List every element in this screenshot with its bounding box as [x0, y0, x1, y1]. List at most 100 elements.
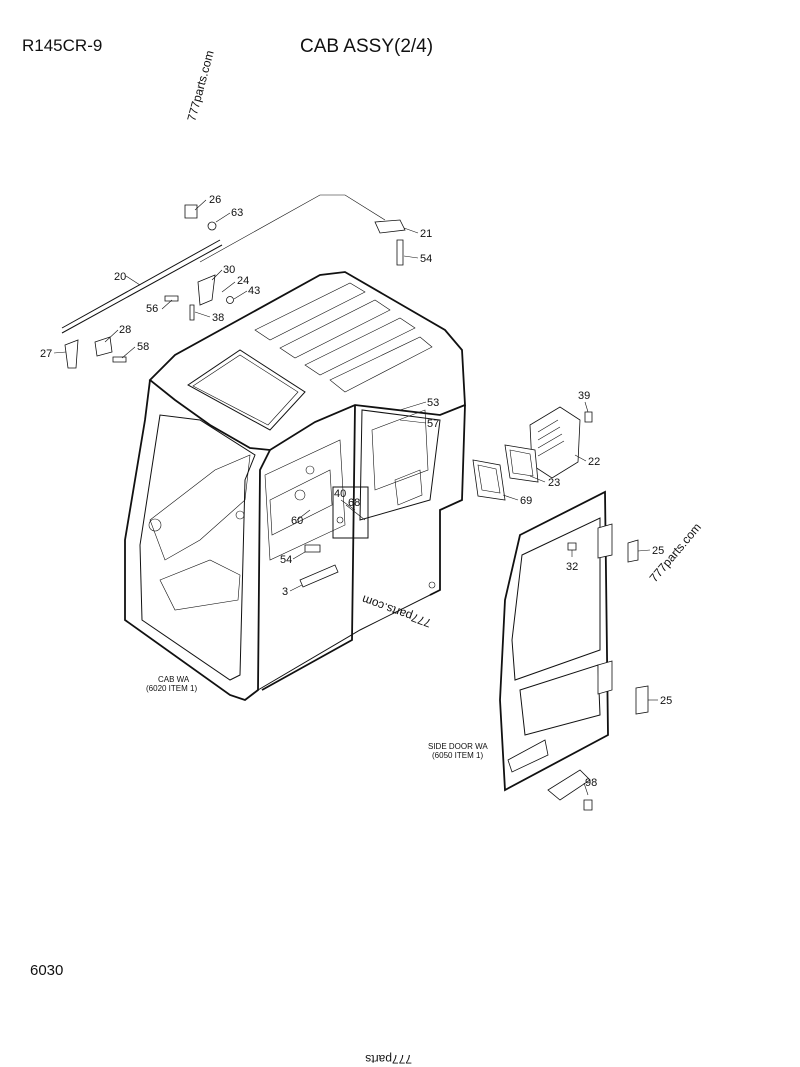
cab-front-inner — [139, 414, 256, 681]
callout-53: 53 — [427, 397, 439, 409]
cable — [199, 194, 386, 263]
cab-interior — [149, 454, 251, 561]
callout-98: 98 — [585, 777, 597, 789]
cab-small-parts — [299, 486, 369, 588]
side-door — [499, 490, 649, 811]
cab-skylight — [187, 349, 306, 431]
callout-38: 38 — [212, 312, 224, 324]
bolt-32 — [567, 542, 577, 551]
callout-25a: 25 — [652, 545, 664, 557]
bracket-27 — [64, 339, 79, 369]
cab-interior — [371, 409, 429, 491]
callout-40: 40 — [334, 488, 346, 500]
callout-23: 23 — [548, 477, 560, 489]
door-handle — [507, 739, 549, 773]
callout-57: 57 — [427, 418, 439, 430]
bolt-98 — [583, 799, 593, 811]
captions: CAB WA (6020 ITEM 1) SIDE DOOR WA (6050 … — [146, 675, 488, 760]
cab-bolt — [428, 581, 436, 589]
bracket-21 — [374, 219, 406, 234]
door-caption-line2: (6050 ITEM 1) — [432, 751, 483, 760]
callout-28: 28 — [119, 324, 131, 336]
callout-32: 32 — [566, 561, 578, 573]
cab-interior — [264, 439, 346, 561]
part-22-housing — [529, 406, 581, 479]
cab-rear-edge — [429, 404, 466, 596]
bolt-39 — [584, 411, 593, 423]
cab-bolt — [235, 510, 245, 520]
cab-frame — [124, 271, 466, 702]
callout-63: 63 — [231, 207, 243, 219]
bolt-56 — [164, 295, 179, 302]
cab-bolt — [336, 516, 344, 524]
cab-bolt — [294, 489, 306, 501]
door-outline — [499, 490, 609, 792]
part-3 — [299, 564, 339, 588]
bolt-38 — [189, 304, 195, 321]
page-code: 6030 — [30, 962, 64, 979]
cab-skylight-inner — [192, 354, 299, 426]
wiper-rod — [61, 244, 223, 334]
roof-rib — [329, 336, 433, 393]
cab-rear-inner — [359, 409, 441, 521]
door-panel-lower — [519, 664, 601, 736]
callout-58: 58 — [137, 341, 149, 353]
nut-43 — [226, 296, 234, 304]
part-25-lower — [635, 685, 649, 715]
callout-69: 69 — [520, 495, 532, 507]
callout-54b: 54 — [280, 554, 292, 566]
wiper-rod — [61, 239, 221, 329]
watermark: 777parts.com — [184, 49, 216, 123]
panel-parts — [472, 406, 593, 501]
bracket-28 — [94, 336, 113, 357]
part-23-seal-inner — [509, 449, 534, 477]
roof-rib — [254, 282, 366, 341]
callout-25b: 25 — [660, 695, 672, 707]
page-title: CAB ASSY(2/4) — [300, 36, 434, 57]
roof-rib — [304, 317, 416, 376]
callout-43: 43 — [248, 285, 260, 297]
bolt-63 — [207, 221, 217, 231]
bracket-30 — [197, 274, 216, 306]
hinge-lower — [597, 660, 613, 695]
cab-bottom-rail — [257, 589, 441, 691]
door-caption-line1: SIDE DOOR WA — [428, 742, 488, 751]
cab-caption-line1: CAB WA — [158, 675, 190, 684]
cab-bolt — [305, 465, 315, 475]
callout-3: 3 — [282, 586, 288, 598]
callout-21: 21 — [420, 228, 432, 240]
part-69-seal-inner — [477, 464, 501, 494]
bolt-54a — [396, 239, 404, 266]
part-69-seal — [472, 459, 506, 501]
callout-68: 68 — [348, 497, 360, 509]
callout-26: 26 — [209, 194, 221, 206]
callout-22: 22 — [588, 456, 600, 468]
callout-30: 30 — [223, 264, 235, 276]
roof-rib — [279, 299, 391, 359]
bolt-58 — [112, 356, 127, 363]
hinge-upper — [597, 523, 613, 559]
cab-roof — [148, 271, 466, 451]
part-25-upper — [627, 539, 639, 563]
cab-rear-frame — [261, 404, 356, 691]
callout-39: 39 — [578, 390, 590, 402]
bolt-54b — [304, 544, 321, 553]
box-40 — [332, 486, 369, 539]
callout-24: 24 — [237, 275, 249, 287]
cab-front-frame — [124, 379, 271, 702]
callout-labels: 26 63 21 54 20 30 24 43 56 38 28 58 27 3… — [40, 194, 672, 789]
callout-20: 20 — [114, 271, 126, 283]
part-22-vent — [537, 419, 565, 457]
callout-27: 27 — [40, 348, 52, 360]
door-window — [511, 517, 601, 681]
cab-interior — [269, 469, 333, 536]
watermarks: 777parts.com 777parts.com 777parts.com 7… — [184, 49, 704, 1066]
cab-interior — [394, 469, 423, 506]
cab-interior — [159, 559, 241, 611]
callout-60: 60 — [291, 515, 303, 527]
wiper-parts — [61, 194, 406, 369]
leader-lines — [53, 199, 658, 796]
callout-56: 56 — [146, 303, 158, 315]
model-code: R145CR-9 — [22, 36, 103, 55]
